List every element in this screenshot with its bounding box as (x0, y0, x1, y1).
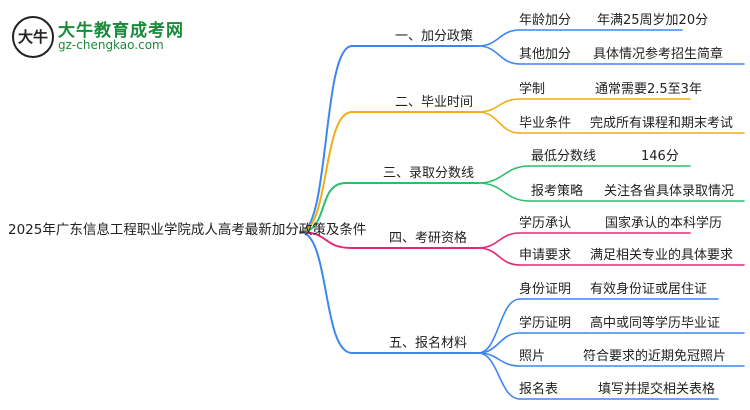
leaf-detail: 关注各省具体录取情况 (604, 184, 735, 199)
logo-badge-icon: 大牛 (12, 16, 54, 58)
branch-title: 二、毕业时间 (395, 95, 474, 110)
leaf-label: 年龄加分 (519, 13, 572, 28)
leaf-label: 学历承认 (519, 216, 572, 231)
branch-title: 四、考研资格 (389, 231, 468, 246)
leaf-label: 申请要求 (519, 248, 572, 263)
leaf-detail: 满足相关专业的具体要求 (590, 248, 734, 263)
logo-badge-text: 大牛 (17, 28, 48, 46)
leaf-connector (477, 352, 521, 400)
leaf-label: 毕业条件 (519, 116, 572, 131)
leaf-detail: 国家承认的本科学历 (605, 216, 723, 231)
root-topic: 2025年广东信息工程职业学院成人高考最新加分政策及条件 (8, 222, 367, 238)
leaf-label: 报考策略 (531, 184, 584, 199)
branch-title: 三、录取分数线 (383, 166, 475, 181)
leaf-detail: 填写并提交相关表格 (598, 382, 716, 397)
leaf-connector (477, 45, 521, 65)
leaf-connector (477, 247, 521, 266)
branch-connector (299, 182, 347, 233)
leaf-label: 最低分数线 (531, 149, 597, 164)
leaf-connector (477, 98, 521, 113)
logo-url: gz-chengkao.com (58, 38, 164, 52)
leaf-detail: 146分 (641, 149, 679, 164)
leaf-connector (477, 232, 521, 249)
logo-title: 大牛教育成考网 (58, 21, 184, 41)
leaf-detail: 有效身份证或居住证 (590, 282, 708, 297)
leaf-connector (477, 332, 521, 354)
leaf-detail: 通常需要2.5至3年 (595, 82, 702, 97)
leaf-label: 照片 (519, 349, 546, 364)
leaf-detail: 具体情况参考招生简章 (593, 47, 724, 62)
site-logo: 大牛 大牛教育成考网 gz-chengkao.com (6, 14, 183, 58)
leaf-connector (477, 29, 521, 47)
leaf-label: 身份证明 (519, 282, 572, 297)
leaf-label: 报名表 (519, 382, 559, 397)
leaf-connector (477, 298, 521, 354)
leaf-detail: 完成所有课程和期末考试 (590, 116, 734, 131)
leaf-detail: 年满25周岁加20分 (597, 13, 709, 28)
leaf-label: 学制 (519, 82, 546, 97)
leaf-connector (477, 182, 531, 202)
leaf-label: 学历证明 (519, 316, 572, 331)
branch-connector (299, 231, 353, 249)
branch-connector (299, 111, 353, 233)
leaf-label: 其他加分 (519, 47, 572, 62)
branch-title: 一、加分政策 (395, 29, 474, 44)
leaf-connector (477, 165, 531, 184)
branch-connector (299, 45, 353, 233)
branch-title: 五、报名材料 (389, 336, 468, 351)
leaf-detail: 高中或同等学历毕业证 (590, 316, 721, 331)
leaf-detail: 符合要求的近期免冠照片 (583, 349, 727, 364)
leaf-connector (477, 111, 521, 134)
branch-connector (299, 231, 353, 354)
